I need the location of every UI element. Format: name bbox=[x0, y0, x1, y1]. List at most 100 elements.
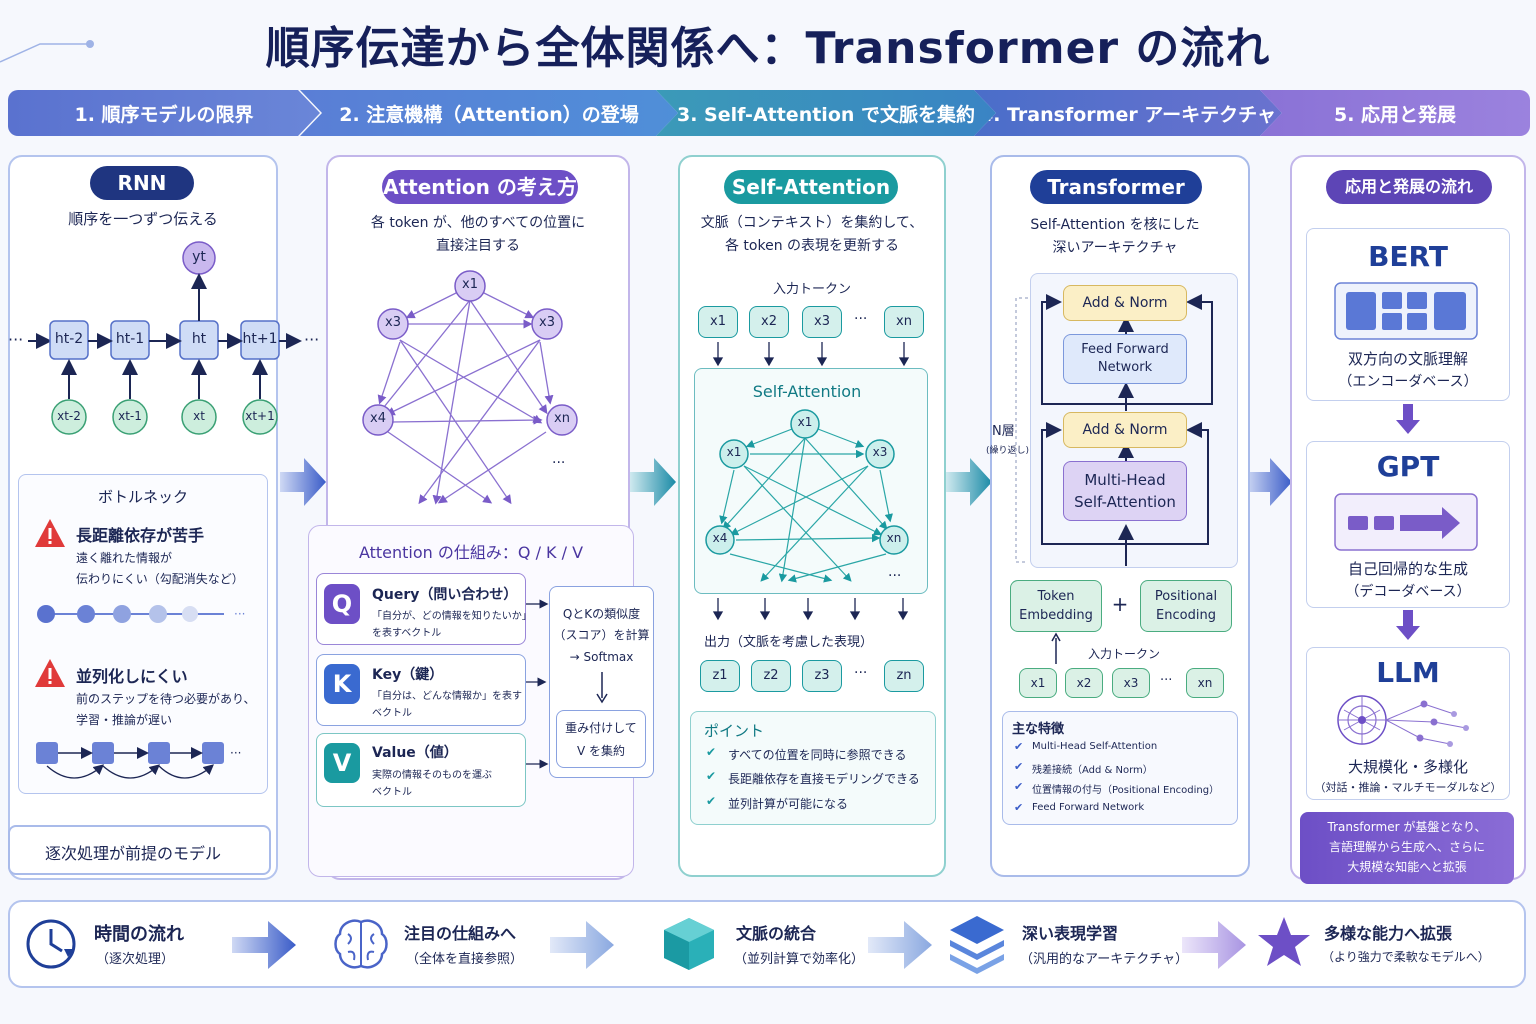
gpt-title: GPT bbox=[1376, 450, 1440, 483]
node-h: ht bbox=[191, 331, 207, 347]
svg-text:···: ··· bbox=[304, 330, 319, 349]
sa-output-token: zn bbox=[884, 660, 924, 692]
transformer-pill: Transformer bbox=[1030, 170, 1202, 204]
gpt-desc: 自己回帰的な生成 bbox=[1347, 560, 1468, 578]
mhsa-label: Self-Attention bbox=[1074, 493, 1176, 511]
flow-arrow-icon bbox=[630, 458, 676, 506]
feature-item: Feed Forward Network bbox=[1032, 802, 1145, 813]
sa-output-label: 出力（文脈を考慮した表現） bbox=[704, 635, 874, 650]
check-icon: ✔ bbox=[1014, 740, 1024, 753]
points-box bbox=[690, 711, 936, 825]
add-norm-bottom: Add & Norm bbox=[1063, 412, 1187, 448]
issue2-title: 並列化しにくい bbox=[76, 667, 188, 686]
bottleneck-title: ボトルネック bbox=[97, 488, 188, 506]
ffn-label: Network bbox=[1097, 360, 1153, 375]
attn-node: x1 bbox=[462, 277, 478, 292]
warning-icon bbox=[35, 659, 65, 687]
summary-line: 大規模な知能へと拡張 bbox=[1347, 860, 1467, 874]
rnn-subtitle: 順序を一つずつ伝える bbox=[68, 210, 218, 228]
self-attention-pill: Self-Attention bbox=[724, 170, 898, 204]
sa-inner-title: Self-Attention bbox=[752, 382, 862, 401]
check-icon: ✔ bbox=[1014, 780, 1024, 793]
sa-node: xn bbox=[886, 531, 902, 545]
bottom-title: 時間の流れ bbox=[94, 924, 184, 945]
tok-label: Embedding bbox=[1019, 608, 1093, 623]
softmax-text: QとKの類似度 bbox=[562, 607, 641, 621]
softmax-text: → Softmax bbox=[569, 650, 634, 664]
point-item: 並列計算が可能になる bbox=[728, 797, 849, 811]
feature-item: 残差接続（Add & Norm） bbox=[1032, 765, 1153, 776]
tf-subtitle: Self-Attention を核にした bbox=[1030, 217, 1200, 233]
q-badge: Q bbox=[324, 584, 360, 624]
rnn-footer-box bbox=[8, 825, 271, 875]
step-2: 2. 注意機構（Attention）の登場 bbox=[300, 90, 678, 136]
sa-subtitle: 各 token の表現を更新する bbox=[724, 238, 900, 254]
check-icon: ✔ bbox=[706, 769, 717, 783]
summary-line: Transformer が基盤となり、 bbox=[1327, 820, 1487, 834]
brain-icon bbox=[334, 919, 388, 969]
attention-subtitle: 直接注目する bbox=[436, 238, 520, 254]
sa-inner-box bbox=[694, 368, 928, 594]
pos-label: Positional bbox=[1154, 589, 1218, 604]
gpt-desc: （デコーダベース） bbox=[1345, 584, 1471, 600]
aggregate-text: 重み付けして bbox=[565, 721, 637, 735]
points-title: ポイント bbox=[704, 722, 765, 740]
bottleneck-box bbox=[18, 474, 268, 794]
v-title: Value（値） bbox=[372, 745, 458, 761]
issue1-title: 長距離依存が苦手 bbox=[76, 526, 205, 545]
sa-input-token: x3 bbox=[802, 306, 842, 338]
step-4: 4. Transformer アーキテクチャ bbox=[974, 90, 1282, 136]
sa-subtitle: 文脈（コンテキスト）を集約して、 bbox=[700, 215, 924, 231]
summary-box: Transformer が基盤となり、 言語理解から生成へ、さらに 大規模な知能… bbox=[1300, 812, 1514, 884]
bottom-sub: （並列計算で効率化） bbox=[734, 952, 865, 967]
node-h: ht-1 bbox=[115, 331, 145, 347]
tf-input-label: 入力トークン bbox=[1088, 647, 1161, 661]
ellipsis: ··· bbox=[1160, 673, 1173, 688]
n-layer-label: N層 bbox=[992, 424, 1015, 439]
n-layer-sub: (繰り返し) bbox=[986, 446, 1030, 456]
svg-text:···: ··· bbox=[552, 455, 565, 471]
k-text: 「自分は、どんな情報か」を表す bbox=[372, 691, 522, 702]
llm-card bbox=[1306, 647, 1510, 800]
point-item: すべての位置を同時に参照できる bbox=[728, 748, 907, 762]
features-title: 主な特徴 bbox=[1012, 722, 1065, 737]
flow-arrow-icon bbox=[946, 458, 992, 506]
self-attention-graph: ··· bbox=[705, 409, 909, 584]
bottom-sub: （汎用的なアーキテクチャ） bbox=[1020, 952, 1189, 967]
sa-output-arrows bbox=[712, 598, 909, 621]
flow-arrow-icon bbox=[1246, 458, 1292, 506]
clock-icon bbox=[26, 919, 76, 969]
sa-output-token: z3 bbox=[802, 660, 842, 692]
star-icon bbox=[1258, 917, 1310, 966]
sa-input-arrows bbox=[712, 342, 910, 367]
plus-sign: + bbox=[1111, 592, 1129, 616]
sa-input-token: x2 bbox=[749, 306, 789, 338]
rnn-footer: 逐次処理が前提のモデル bbox=[44, 844, 221, 863]
sa-output-token: z2 bbox=[751, 660, 791, 692]
feature-item: 位置情報の付与（Positional Encoding） bbox=[1032, 785, 1220, 796]
up-arrow-icon bbox=[1051, 632, 1061, 664]
v-text: ベクトル bbox=[372, 787, 412, 798]
issue1-text: 伝わりにくい（勾配消失など） bbox=[76, 572, 244, 586]
tf-input-token: x3 bbox=[1112, 668, 1150, 698]
llm-desc: 大規模化・多様化 bbox=[1347, 758, 1468, 776]
fading-chain: ··· bbox=[37, 605, 245, 623]
k-badge: K bbox=[324, 664, 360, 704]
bottom-sub: （逐次処理） bbox=[96, 952, 175, 967]
bert-blocks-icon bbox=[1334, 282, 1478, 340]
attn-node: x4 bbox=[370, 411, 386, 426]
q-text: を表すベクトル bbox=[372, 628, 442, 639]
k-text: ベクトル bbox=[372, 708, 412, 719]
mhsa-label: Multi-Head bbox=[1084, 471, 1166, 489]
node-yt: yt bbox=[192, 249, 206, 265]
flow-arrow-icon bbox=[280, 458, 326, 506]
k-title: Key（鍵） bbox=[372, 667, 444, 683]
qkv-title: Attention の仕組み：Q / K / V bbox=[358, 543, 584, 562]
ellipsis: ··· bbox=[854, 311, 868, 327]
node-h: ht+1 bbox=[242, 331, 278, 347]
llm-desc: （対話・推論・マルチモーダルなど） bbox=[1314, 781, 1502, 794]
bottom-title: 深い表現学習 bbox=[1022, 924, 1119, 943]
sa-node: x3 bbox=[872, 445, 888, 459]
